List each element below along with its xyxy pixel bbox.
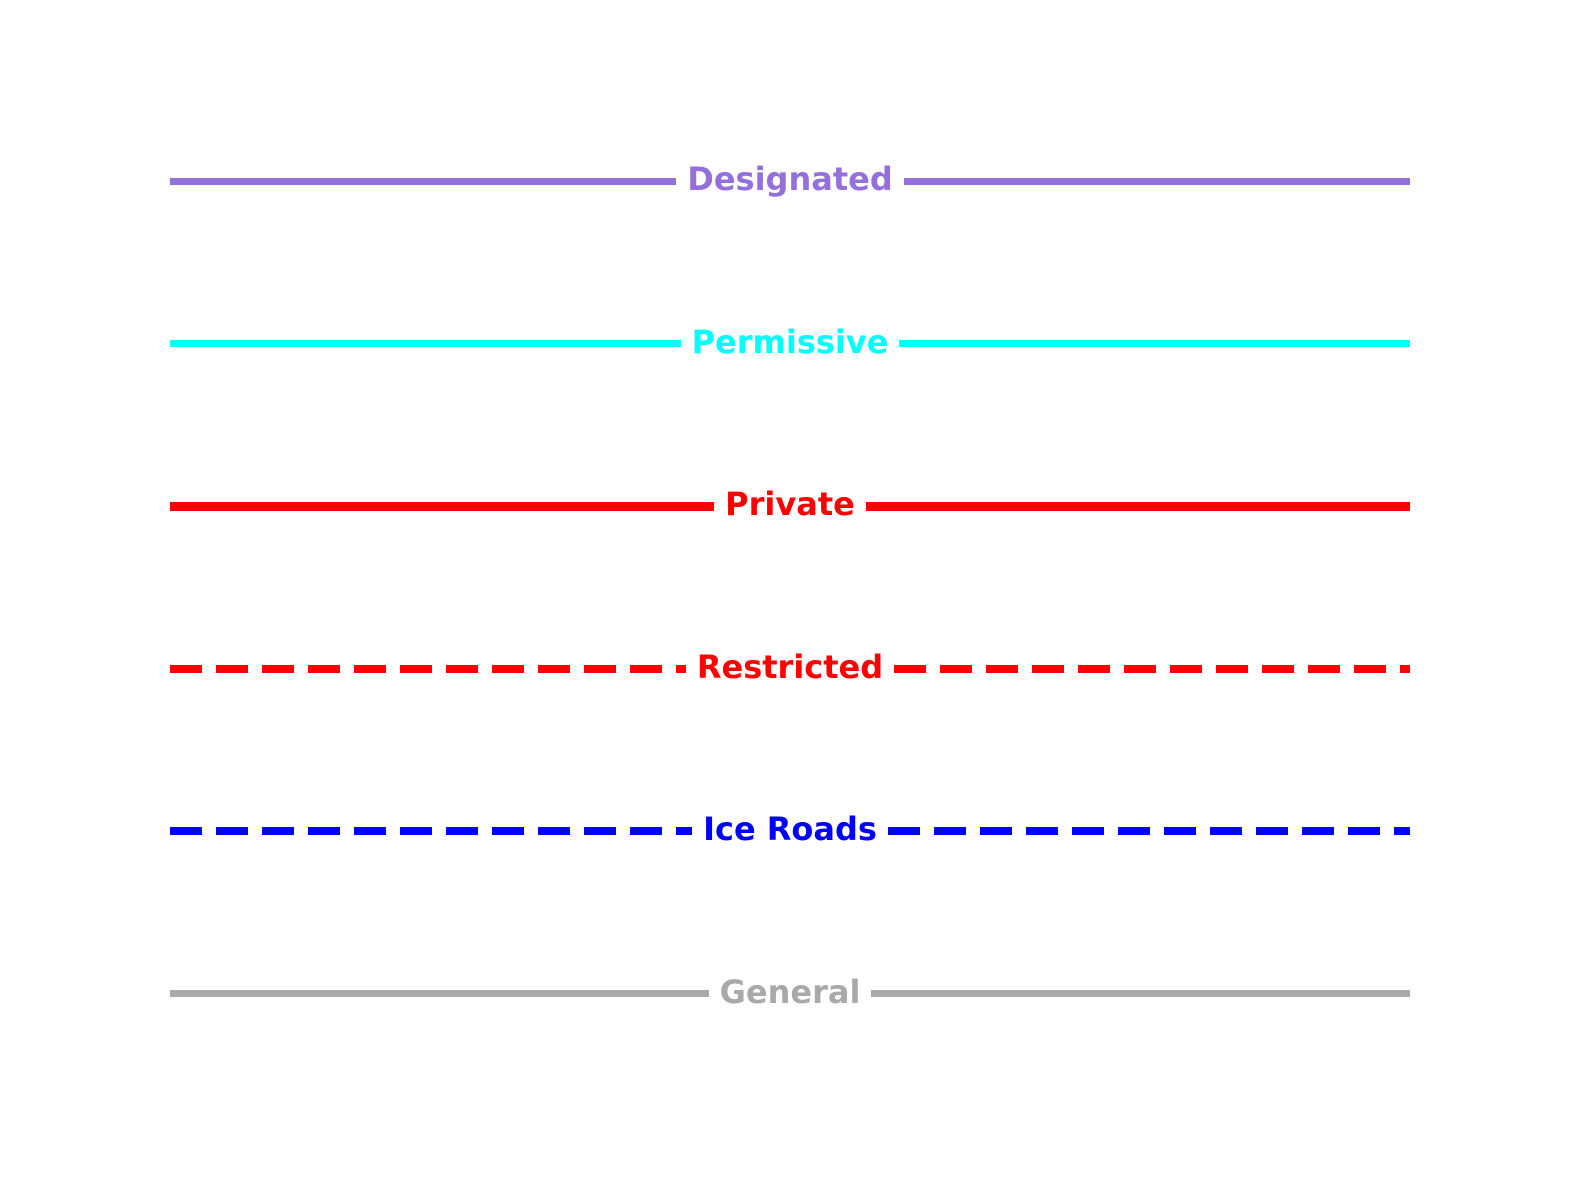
legend-row-general: General [170,964,1411,1024]
permissive-label: Permissive [691,322,889,361]
ice-roads-line-right [887,827,1411,835]
restricted-line-left [170,664,686,673]
permissive-line-right [899,340,1410,347]
ice-roads-label: Ice Roads [703,810,877,848]
legend-row-private: Private [170,476,1410,536]
designated-line-right [903,177,1410,185]
legend-row-designated: Designated [170,151,1410,211]
permissive-line-left [170,340,681,347]
restricted-label: Restricted [696,647,884,686]
private-label: Private [725,485,855,523]
general-line-left [170,990,709,997]
legend-row-permissive: Permissive [170,314,1410,374]
private-line-left [170,501,715,511]
ice-roads-line-left [170,827,693,835]
restricted-line-right [894,664,1410,673]
legend-row-restricted: Restricted [170,639,1410,699]
general-label: General [719,972,861,1011]
general-line-right [871,990,1411,997]
designated-line-left [170,177,677,185]
designated-label: Designated [687,160,893,198]
legend-row-ice-roads: Ice Roads [170,801,1411,861]
private-line-right [865,501,1410,511]
